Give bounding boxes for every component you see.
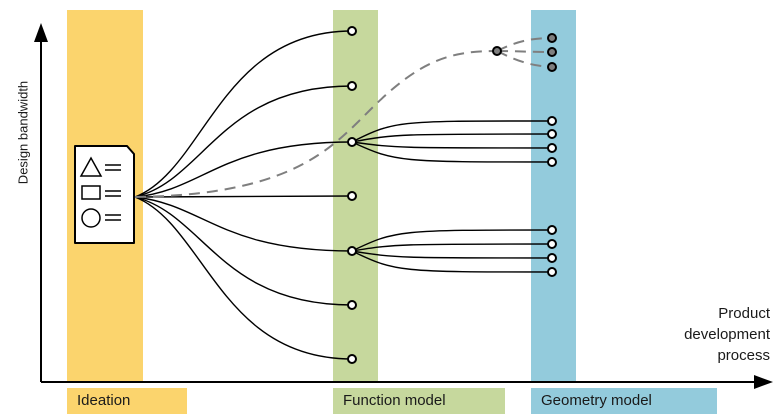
geometry-node (547, 253, 557, 263)
triangle-icon (79, 156, 103, 177)
fan-line (134, 195, 353, 198)
x-axis-label: Product development process (684, 303, 770, 366)
branch-line (351, 229, 553, 252)
branch-line (351, 141, 553, 163)
y-axis-label: Design bandwidth (15, 80, 31, 185)
alternative-node (547, 47, 557, 57)
branch-line (351, 141, 553, 149)
y-axis-arrow (34, 23, 48, 42)
geometry-node (547, 267, 557, 277)
branch-line (351, 120, 553, 143)
function-node (347, 300, 357, 310)
fan-line (134, 196, 353, 252)
geometry-node (547, 239, 557, 249)
alternative-node (547, 62, 557, 72)
branch-line (351, 250, 553, 273)
function-nodes (347, 26, 357, 364)
x-axis-label-line: process (717, 347, 770, 364)
branch-line (351, 133, 553, 143)
function-node (347, 81, 357, 91)
ideation-fan-lines (134, 30, 353, 360)
alternative-node (492, 46, 502, 56)
fan-line (134, 196, 353, 360)
geometry-node (547, 157, 557, 167)
branch-line (351, 250, 553, 259)
phase-label-ideation: Ideation (67, 388, 187, 414)
alternative-nodes (492, 33, 557, 72)
function-node (347, 26, 357, 36)
function-branch-lines (351, 120, 553, 273)
fan-line (134, 30, 353, 198)
geometry-node (547, 129, 557, 139)
geometry-nodes (547, 116, 557, 277)
geometry-node (547, 225, 557, 235)
idea-document-icon (74, 145, 135, 244)
x-axis-label-line: Product (718, 305, 770, 322)
fan-line (134, 196, 353, 306)
fan-line (134, 141, 353, 198)
dashed-curve (134, 50, 498, 198)
function-node (347, 246, 357, 256)
function-node (347, 191, 357, 201)
function-node (347, 137, 357, 147)
fan-line (134, 85, 353, 198)
geometry-model-band (531, 10, 576, 382)
function-node (347, 354, 357, 364)
document-outline (74, 145, 135, 244)
x-axis-label-line: development (684, 326, 770, 343)
axes (34, 23, 773, 389)
geometry-node (547, 116, 557, 126)
branch-line (351, 243, 553, 252)
geometry-node (547, 143, 557, 153)
circle-icon (81, 208, 101, 228)
square-icon (81, 185, 101, 200)
alternative-node (547, 33, 557, 43)
phase-label-function-model: Function model (333, 388, 505, 414)
x-axis-arrow (754, 375, 773, 389)
phase-label-geometry-model: Geometry model (531, 388, 717, 414)
